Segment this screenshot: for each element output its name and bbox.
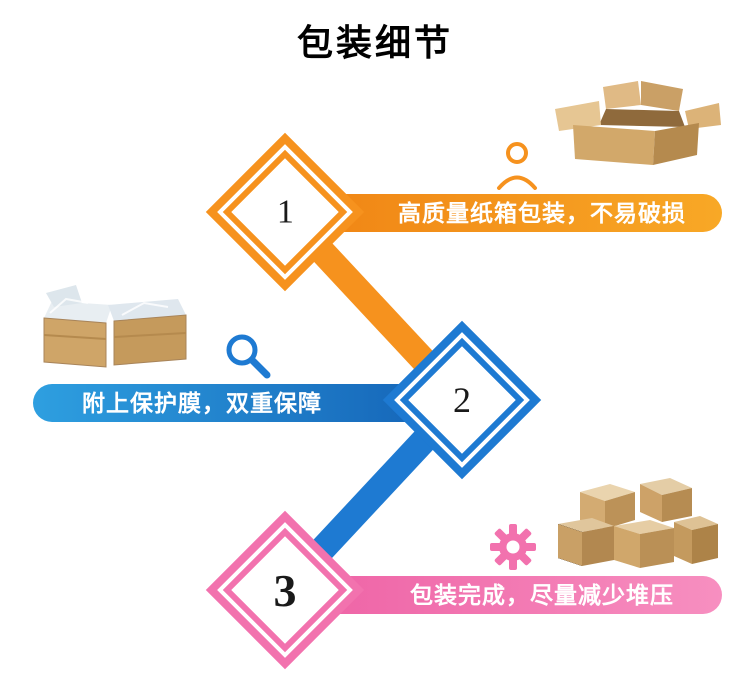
person-icon: [494, 140, 540, 195]
gear-icon: [490, 524, 536, 575]
step-1-banner: 高质量纸箱包装，不易破损: [298, 194, 722, 232]
step-2-banner: 附上保护膜，双重保障: [33, 384, 435, 422]
film-lined-boxes-image: [36, 263, 196, 380]
step-3-number: 3: [273, 564, 297, 616]
page-title: 包装细节: [296, 22, 453, 63]
magnifier-icon: [222, 330, 272, 385]
step-3-banner: 包装完成，尽量减少堆压: [298, 576, 722, 614]
step-2-number: 2: [453, 380, 471, 420]
open-carton-image: [543, 75, 725, 175]
step-1-number: 1: [276, 193, 294, 230]
stacked-boxes-image: [540, 474, 722, 575]
